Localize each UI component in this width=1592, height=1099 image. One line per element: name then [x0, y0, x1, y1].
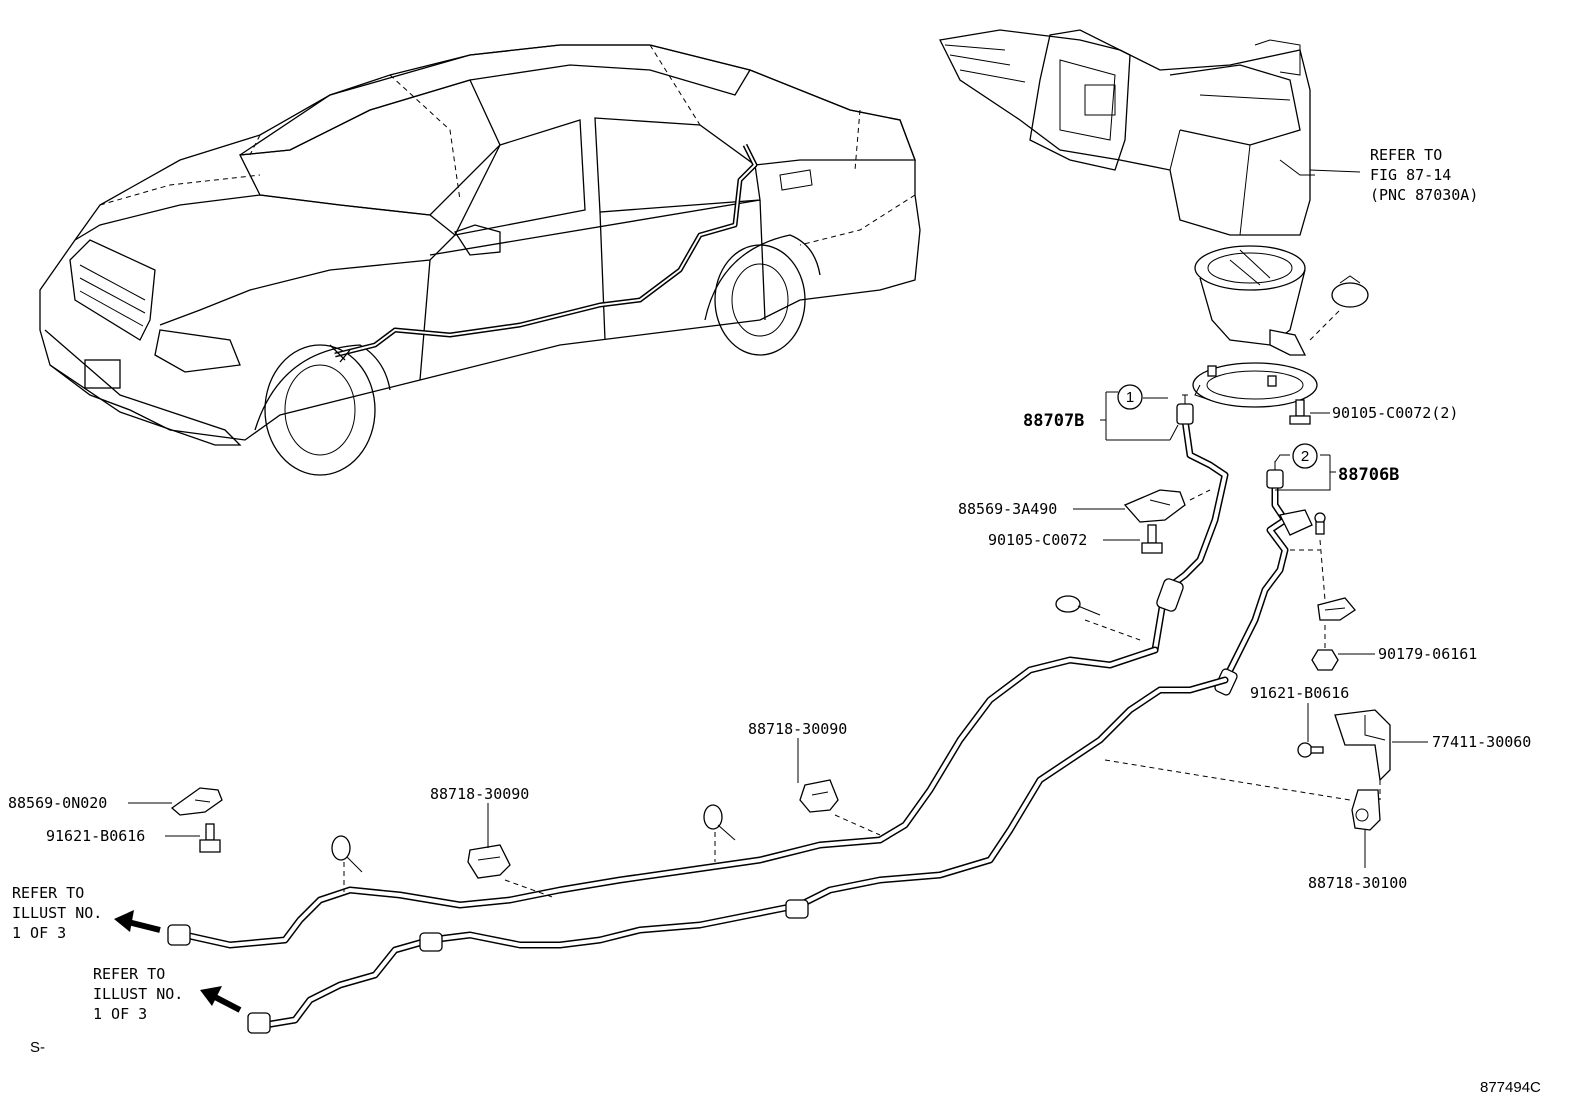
hose-clamp [1309, 275, 1369, 341]
part-label-88718-30090: 88718-30090 [430, 785, 529, 803]
callout-number-1: 1 [1117, 384, 1143, 410]
part-label-91621-B0616: 91621-B0616 [1250, 684, 1349, 702]
part-label-91621-B0616: 91621-B0616 [46, 827, 145, 845]
bolt-91621-B0616 [1297, 742, 1324, 758]
refer-illust-line: 1 OF 3 [93, 1005, 147, 1023]
part-label-88707B: 88707B [1023, 411, 1084, 431]
cable-tie [703, 804, 736, 862]
refer-illust-note: REFER TO ILLUST NO. 1 OF 3 [12, 884, 102, 942]
hose-88706B [1214, 461, 1313, 696]
svg-text:2: 2 [1301, 448, 1309, 465]
part-label-90105-C0072: 90105-C0072 [988, 531, 1087, 549]
washer-pipe-upper [167, 646, 1159, 949]
bolt-90105-C0072-2 [1289, 399, 1311, 425]
part-label-88569-3A490: 88569-3A490 [958, 500, 1057, 518]
washer-pump [1194, 245, 1307, 356]
clip-88569-0N020 [170, 787, 223, 816]
hose-clip [1055, 595, 1141, 641]
washer-tank [939, 29, 1315, 236]
clamp-88718-30090 [799, 779, 881, 836]
refer-illust-line: REFER TO [12, 884, 84, 902]
callout-number-2: 2 [1292, 443, 1318, 469]
part-label-90105-C0072-2: 90105-C0072(2) [1332, 404, 1458, 422]
arrow-left-icon [114, 910, 161, 933]
part-label-88569-0N020: 88569-0N020 [8, 794, 107, 812]
svg-text:1: 1 [1126, 389, 1134, 406]
washer-pipe-lower [247, 676, 1229, 1034]
clamp-88718-30100 [1104, 759, 1381, 831]
bolt [1290, 512, 1326, 601]
mount-ring [1192, 362, 1318, 408]
refer-illust-line: 1 OF 3 [12, 924, 66, 942]
bracket-77411-30060 [1334, 709, 1391, 800]
hose-88707B [1151, 394, 1229, 654]
clamp [1317, 597, 1356, 621]
refer-illust-line: ILLUST NO. [12, 904, 102, 922]
refer-fig-line: FIG 87-14 [1370, 166, 1451, 184]
part-label-88718-30100: 88718-30100 [1308, 874, 1407, 892]
part-label-88718-30090: 88718-30090 [748, 720, 847, 738]
refer-fig-line: (PNC 87030A) [1370, 186, 1478, 204]
clip-88569-3A490 [1123, 489, 1211, 523]
refer-fig-line: REFER TO [1370, 146, 1442, 164]
cable-tie [331, 835, 363, 892]
refer-illust-line: ILLUST NO. [93, 985, 183, 1003]
bolt-91621-B0616 [199, 823, 221, 853]
corner-mark: S- [30, 1039, 45, 1056]
part-label-90179-06161: 90179-06161 [1378, 645, 1477, 663]
figure-id: 877494C [1480, 1079, 1541, 1096]
part-label-88706B: 88706B [1338, 465, 1399, 485]
nut-90179-06161 [1311, 625, 1339, 671]
part-label-77411-30060: 77411-30060 [1432, 733, 1531, 751]
arrow-left-icon [200, 986, 242, 1013]
bolt-90105-C0072 [1141, 524, 1163, 554]
car-illustration [39, 44, 921, 476]
leader-lines [128, 169, 1428, 868]
clamp-88718-30090 [467, 844, 556, 899]
refer-illust-line: REFER TO [93, 965, 165, 983]
refer-fig-note: REFER TO FIG 87-14 (PNC 87030A) [1370, 146, 1478, 204]
refer-illust-note: REFER TO ILLUST NO. 1 OF 3 [93, 965, 183, 1023]
